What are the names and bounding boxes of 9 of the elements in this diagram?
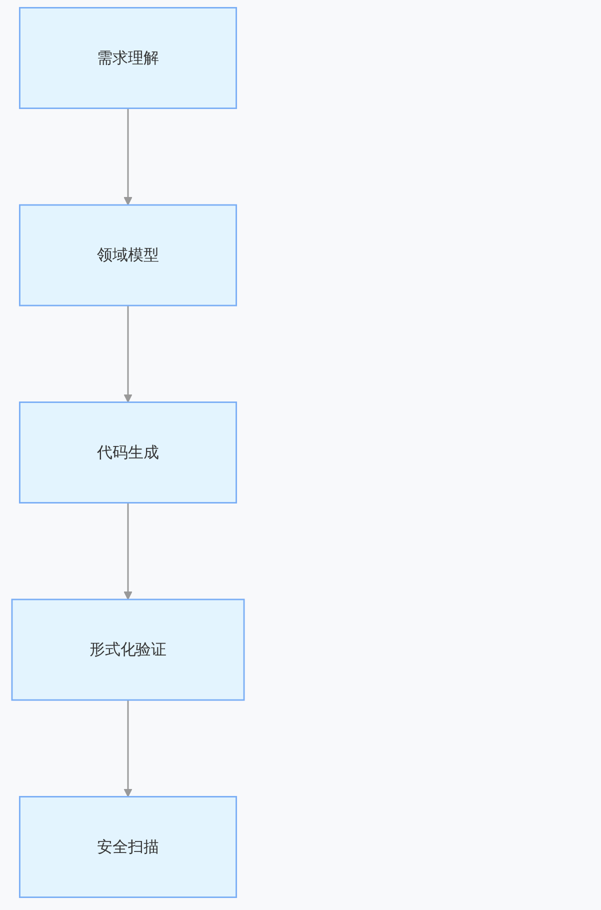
arrow — [124, 700, 132, 798]
arrow — [124, 306, 132, 403]
arrow — [124, 502, 132, 600]
node-box: 领域模型 — [18, 204, 238, 306]
node-box: 代码生成 — [18, 402, 238, 504]
node-box: 形式化验证 — [11, 598, 245, 701]
arrow — [124, 108, 132, 206]
node-box: 需求理解 — [18, 7, 238, 110]
node-box: 安全扫描 — [18, 796, 238, 898]
